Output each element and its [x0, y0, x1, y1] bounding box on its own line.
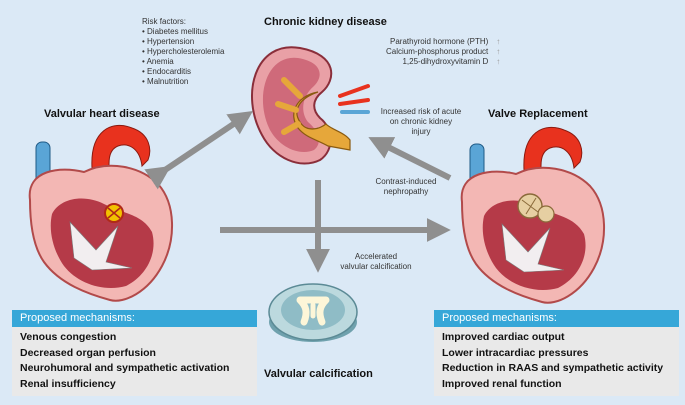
mechanism-item: Renal insufficiency — [20, 377, 116, 390]
up-arrow-icon: ↑ — [496, 47, 501, 56]
up-arrow-icon: ↑ — [496, 37, 501, 46]
mechanism-item: Venous congestion — [20, 331, 117, 343]
mechanism-item: Neurohumoral and sympathetic activation — [20, 362, 230, 374]
risk-factor-item: Hypertension — [142, 37, 224, 47]
left-mechanisms-heading: Proposed mechanisms: — [12, 310, 257, 327]
right-mechanisms-box: Proposed mechanisms: Improved cardiac ou… — [434, 310, 679, 396]
ckd-markers: Parathyroid hormone (PTH) ↑ Calcium-phosp… — [386, 37, 500, 67]
vhd-title: Valvular heart disease — [44, 108, 160, 120]
calcified-valve-illustration — [268, 283, 358, 342]
right-mechanisms-heading: Proposed mechanisms: — [434, 310, 679, 327]
risk-factor-item: Anemia — [142, 57, 224, 67]
mechanism-item: Improved cardiac output — [442, 331, 565, 343]
contrast-nephropathy-annotation: Contrast-induced nephropathy — [375, 177, 437, 196]
marker-ca-p: Calcium-phosphorus product — [386, 47, 489, 56]
risk-factor-item: Diabetes mellitus — [142, 27, 224, 37]
mechanism-item: Lower intracardiac pressures — [442, 346, 589, 359]
mechanism-item: Reduction in RAAS and sympathetic activi… — [442, 362, 664, 374]
diseased-heart-illustration — [28, 124, 173, 302]
up-arrow-icon: ↑ — [496, 57, 501, 66]
risk-factors-heading: Risk factors: — [142, 17, 187, 26]
risk-factor-item: Endocarditis — [142, 67, 224, 77]
marker-row: Parathyroid hormone (PTH) ↑ — [386, 37, 500, 47]
acute-injury-annotation: Increased risk of acute on chronic kidne… — [380, 107, 462, 136]
bidirectional-arrow-ckd-vhd — [144, 110, 253, 190]
marker-pth: Parathyroid hormone (PTH) — [390, 37, 489, 46]
valve-replacement-title: Valve Replacement — [488, 108, 588, 120]
risk-factor-item: Hypercholesterolemia — [142, 47, 224, 57]
ckd-title: Chronic kidney disease — [264, 16, 387, 28]
marker-vitd: 1,25-dihydroxyvitamin D — [402, 57, 489, 66]
marker-row: 1,25-dihydroxyvitamin D ↑ — [386, 57, 500, 67]
kidney-illustration — [250, 46, 370, 165]
mechanism-item: Decreased organ perfusion — [20, 346, 156, 359]
arrow-replacement-to-ckd — [368, 137, 452, 181]
valvular-calcification-title: Valvular calcification — [264, 368, 373, 380]
marker-row: Calcium-phosphorus product ↑ — [386, 47, 500, 57]
arrows — [144, 110, 452, 273]
risk-factors: Risk factors: Diabetes mellitus Hyperten… — [142, 17, 224, 87]
mechanism-item: Improved renal function — [442, 377, 562, 390]
replaced-valve-heart-illustration — [460, 126, 605, 304]
accelerated-calcification-annotation: Accelerated valvular calcification — [340, 252, 412, 271]
left-mechanisms-box: Proposed mechanisms: Venous congestion D… — [12, 310, 257, 396]
risk-factor-item: Malnutrition — [142, 77, 224, 87]
